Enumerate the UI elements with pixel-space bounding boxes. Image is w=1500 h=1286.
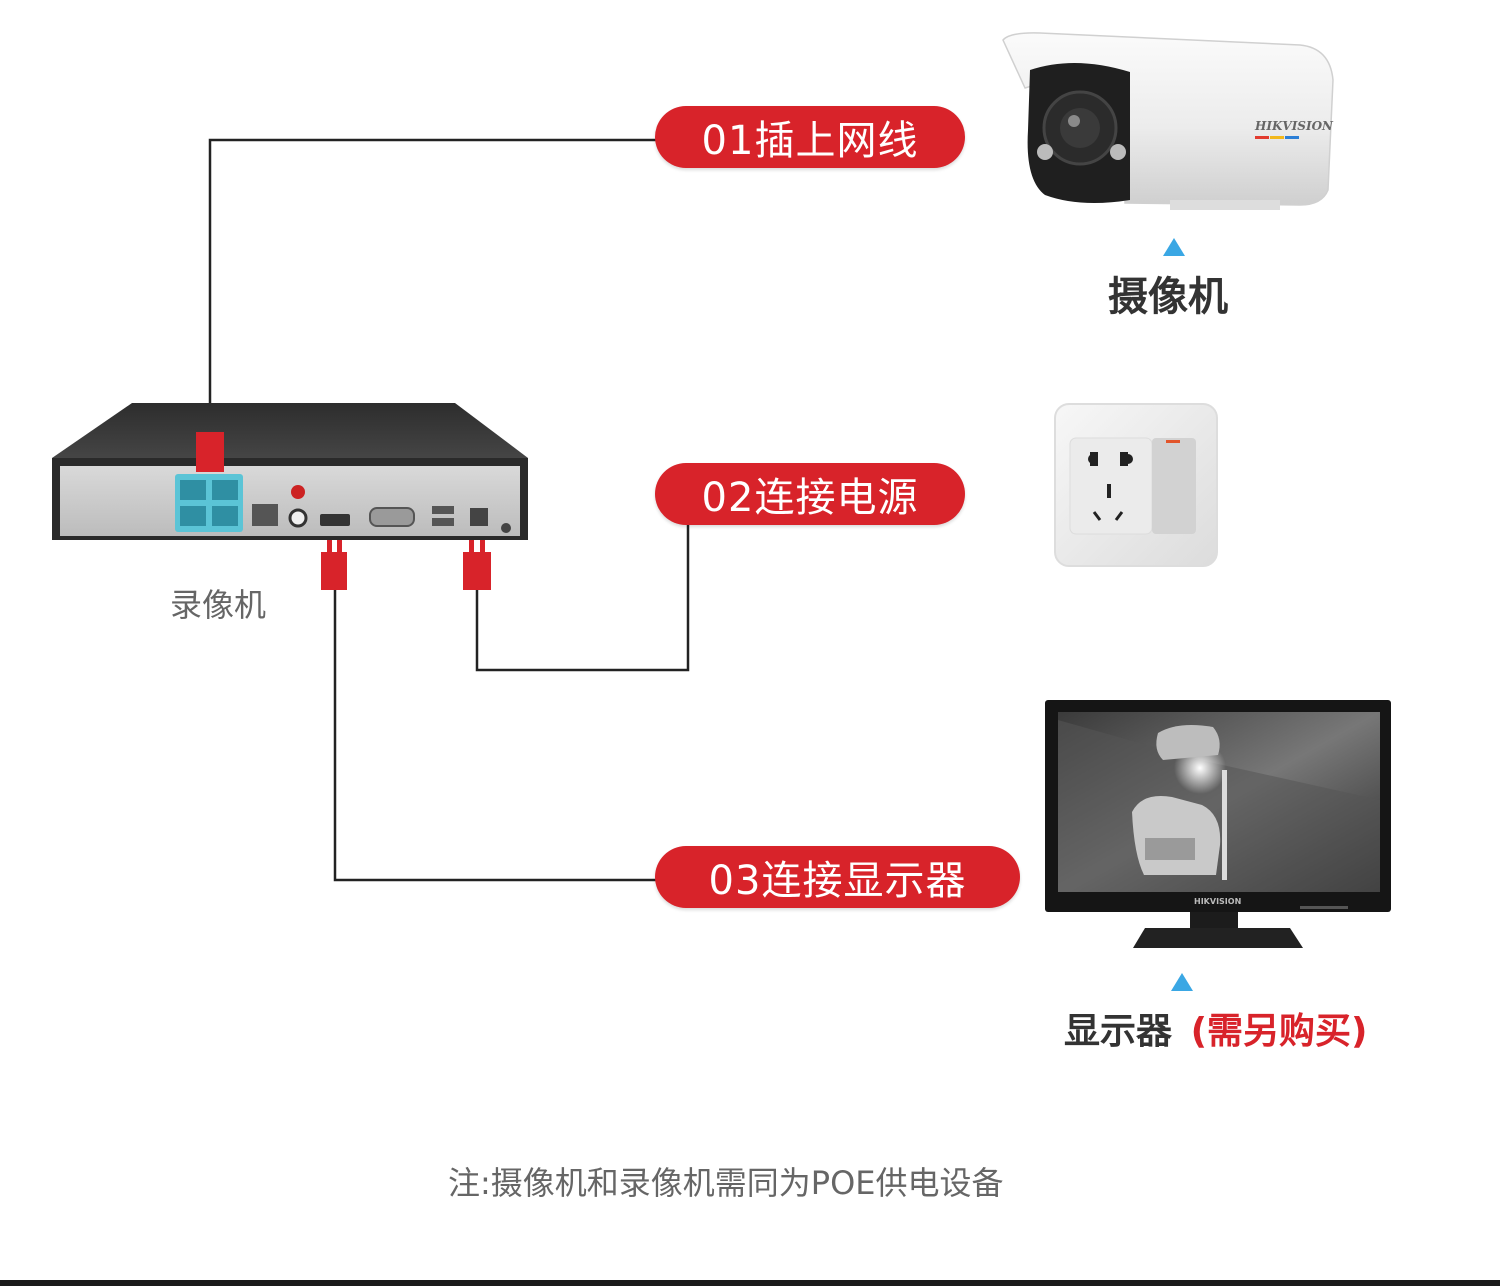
power-plug-icon — [463, 552, 491, 590]
camera-device: HIKVISION — [1002, 32, 1334, 210]
step-01-pill: 01插上网线 — [655, 106, 965, 168]
monitor-device: HIKVISION — [1045, 700, 1391, 948]
network-cable-line — [208, 138, 660, 440]
cable-plugs — [196, 432, 491, 590]
monitor-arrow-icon — [1171, 973, 1193, 991]
nvr-device — [52, 403, 528, 540]
connector-lines — [208, 138, 690, 882]
power-socket-device — [1054, 403, 1218, 567]
vga-port-icon — [369, 507, 415, 527]
bottom-divider — [0, 1280, 1500, 1286]
camera-label: 摄像机 — [1108, 274, 1228, 320]
hdmi-port-icon — [320, 514, 350, 526]
monitor-brand-text: HIKVISION — [1194, 897, 1241, 906]
nvr-label: 录像机 — [170, 586, 267, 624]
camera-arrow-icon — [1163, 238, 1185, 256]
monitor-label-line: 显示器 (需另购买) — [1064, 1002, 1367, 1054]
power-port-icon — [470, 508, 488, 526]
network-plug-icon — [196, 432, 224, 472]
monitor-label: 显示器 — [1064, 1011, 1173, 1052]
audio-out-icon — [291, 485, 305, 499]
step-03-pill: 03连接显示器 — [655, 846, 1020, 908]
footer-note: 注:摄像机和录像机需同为POE供电设备 — [448, 1164, 1004, 1202]
step-02-pill: 02连接电源 — [655, 463, 965, 525]
monitor-note: (需另购买) — [1190, 1011, 1368, 1052]
power-cable-line — [475, 520, 690, 672]
camera-brand-text: HIKVISION — [1254, 119, 1334, 133]
usb-port-icon — [432, 506, 454, 514]
lan-port-icon — [252, 504, 278, 526]
display-cable-line — [333, 590, 660, 882]
